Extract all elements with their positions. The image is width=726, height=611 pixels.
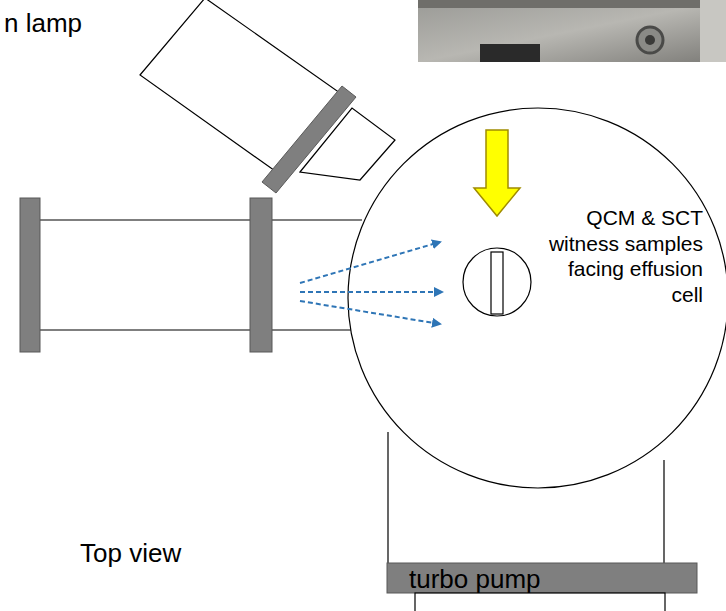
chamber-wall (348, 108, 726, 488)
turbo-pump (387, 432, 697, 611)
lamp-label: n lamp (4, 8, 82, 39)
chamber-outline (348, 108, 726, 488)
effusion-cell-port (20, 198, 362, 352)
lamp-port (140, 0, 395, 193)
photo-inset (418, 0, 726, 62)
node-text: turbo pump (409, 564, 669, 595)
flux-arrows (300, 242, 442, 324)
light-arrow (474, 130, 520, 216)
view-label: Top view (80, 538, 181, 569)
sample-holder (463, 248, 531, 316)
node-text: QCM & SCT witness samples facing effusio… (538, 205, 703, 307)
chamber-circle: QCM & SCT witness samples facing effusio… (348, 108, 726, 488)
pump-box: turbo pump (387, 558, 697, 611)
